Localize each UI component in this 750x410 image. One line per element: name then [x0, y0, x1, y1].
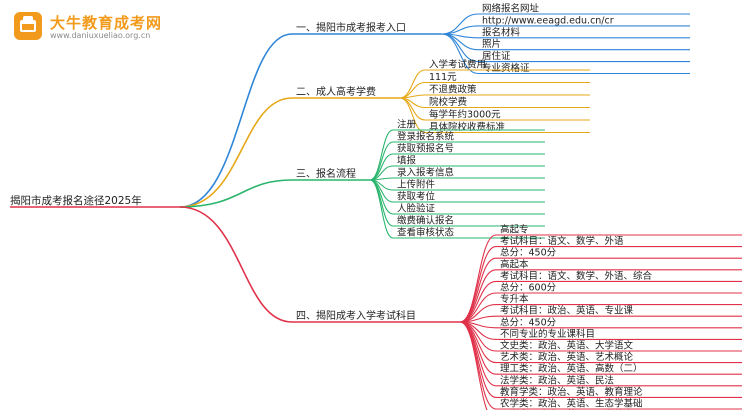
leaf-connector — [441, 13, 479, 35]
leaf-label: 注册 — [397, 119, 417, 131]
leaf-label: http://www.eeagd.edu.cn/cr — [482, 15, 614, 26]
leaf-label: 考试科目：政治、英语、专业课 — [500, 305, 634, 317]
branch-connector — [179, 206, 293, 323]
leaf-connector — [399, 69, 426, 99]
leaf-label: 考试科目：语文、数学、外语、综合 — [500, 270, 653, 282]
leaf-label: 上传附件 — [397, 179, 436, 191]
leaf-label: 不同专业的专业课科目 — [500, 328, 595, 340]
leaf-label: 文史类：政治、英语、大学语文 — [500, 340, 634, 352]
leaf-connector — [459, 321, 497, 398]
leaf-label: 院校学费 — [429, 96, 467, 108]
logo-url: www.daniuxueliao.org.cn — [50, 31, 151, 40]
leaf-label: 录入报考信息 — [397, 167, 454, 179]
leaf-label: 理工类：政治、英语、高数（二） — [500, 363, 643, 375]
leaf-label: 总分：600分 — [500, 282, 557, 294]
branch-connector — [179, 97, 293, 208]
leaf-connector — [459, 321, 497, 410]
root-label: 揭阳市成考报名途径2025年 — [10, 194, 142, 207]
leaf-label: 获取预报名号 — [397, 143, 454, 155]
leaf-connector — [369, 179, 394, 239]
leaf-label: 农学类：政治、英语、生态学基础 — [500, 398, 643, 410]
leaf-label: 艺术类：政治、英语、艺术概论 — [500, 351, 634, 363]
leaf-label: 网络报名网址 — [482, 3, 540, 15]
leaf-label: 总分：450分 — [500, 316, 557, 328]
leaf-connector — [459, 321, 488, 410]
leaf-label: 居住证 — [482, 50, 511, 62]
leaf-connector — [441, 33, 479, 75]
leaf-label: 查看审核状态 — [397, 227, 455, 239]
leaf-label: 入学考试费用 — [429, 59, 486, 71]
leaf-connector — [459, 257, 497, 323]
leaf-label: 法学类：政治、英语、民法 — [500, 374, 614, 386]
leaf-label: 人脸验证 — [397, 203, 436, 215]
logo-name: 大牛教育成考网 — [50, 14, 163, 32]
leaf-connector — [459, 246, 497, 323]
leaf-connector — [459, 321, 497, 387]
site-logo[interactable]: 大牛教育成考网 www.daniuxueliao.org.cn — [14, 10, 164, 46]
leaf-label: 专升本 — [500, 293, 529, 305]
graduation-book-icon — [14, 12, 42, 40]
leaf-label: 填报 — [397, 155, 417, 167]
leaf-connector — [369, 141, 394, 181]
leaf-label: 登录报名系统 — [397, 131, 455, 143]
leaf-label: 111元 — [429, 72, 457, 83]
leaf-label: 高起专 — [500, 224, 529, 236]
leaf-connector — [369, 179, 394, 203]
leaf-label: 高起本 — [500, 258, 529, 270]
branch-connector — [179, 179, 293, 208]
leaf-label: 照片 — [482, 38, 501, 50]
branch-label: 二、成人高考学费 — [296, 85, 376, 98]
leaf-connector — [369, 179, 394, 227]
leaf-label: 不退费政策 — [429, 84, 477, 96]
leaf-label: 教育学类：政治、英语、教育理论 — [500, 386, 643, 398]
leaf-label: 缴费确认报名 — [397, 215, 454, 227]
leaf-label: 每学年约3000元 — [429, 109, 501, 121]
branch-connector — [179, 33, 293, 208]
branch-label: 三、报名流程 — [296, 167, 356, 180]
branch-label: 四、揭阳成考入学考试科目 — [296, 309, 416, 322]
leaf-connector — [459, 234, 497, 323]
branch-label: 一、揭阳市成考报考入口 — [296, 21, 406, 34]
leaf-connector — [399, 97, 426, 134]
leaf-label: 报名材料 — [482, 26, 521, 38]
leaf-label: 获取考位 — [397, 191, 436, 203]
leaf-label: 专业资格证 — [482, 62, 530, 74]
leaf-label: 总分：450分 — [500, 247, 557, 259]
leaf-label: 考试科目：语文、数学、外语 — [500, 235, 624, 247]
